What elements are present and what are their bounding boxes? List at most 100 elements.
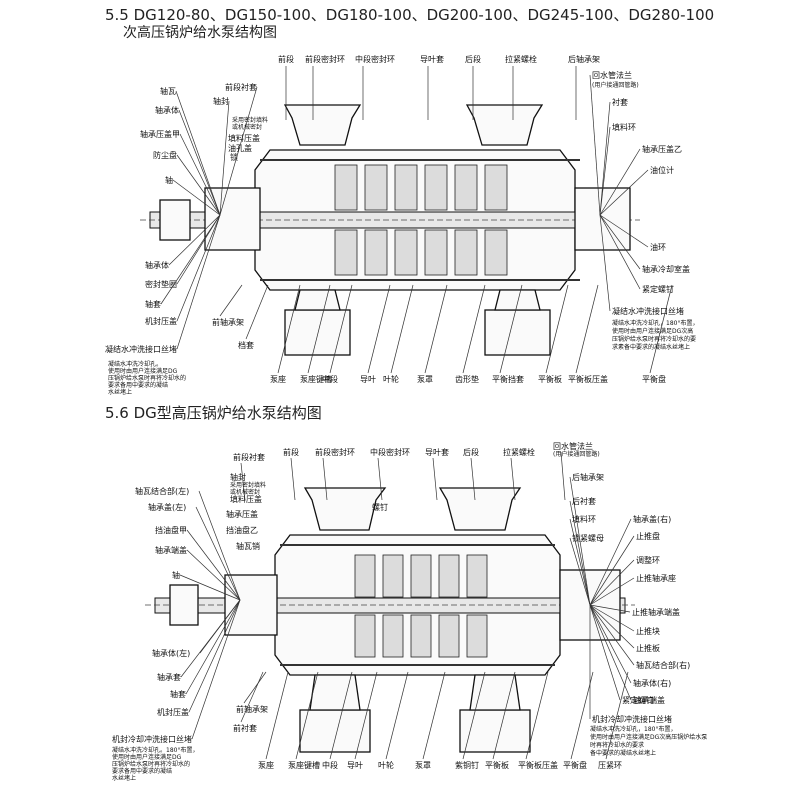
left-note: 轴封	[230, 472, 246, 482]
leader-line	[290, 457, 296, 501]
left-note: 挡油盘乙	[226, 525, 258, 535]
left-label: 密封垫圈	[145, 279, 177, 289]
leader-line	[599, 214, 649, 248]
right-label: 止推盘	[636, 531, 660, 541]
note-line: 压锅炉给水泵时再将冷却水的	[108, 374, 186, 382]
left-label: 轴承压盖甲	[140, 129, 180, 139]
right-label: 后衬套	[572, 496, 596, 506]
section1-title: 5.5 DG120-80、DG150-100、DG180-100、DG200-1…	[105, 6, 715, 24]
leader-line	[377, 457, 383, 501]
right-label: 填料环	[612, 122, 636, 132]
leader-line	[180, 599, 241, 678]
leader-line	[569, 500, 591, 606]
leader-line	[240, 462, 246, 501]
leader-line	[492, 671, 516, 760]
note-line: 要求备用中要求的凝结	[108, 381, 168, 389]
bottom-label: 泵座键槽	[300, 374, 332, 384]
leader-line	[432, 457, 438, 501]
leader-line	[589, 518, 632, 606]
leader-line	[198, 490, 241, 601]
leader-line	[185, 599, 241, 695]
right-label: 锁紧螺母	[572, 533, 604, 543]
top-label: 前段	[283, 447, 299, 457]
top-label: 拉紧螺栓	[505, 54, 537, 64]
bottom-label: 前轴承架	[236, 704, 268, 714]
left-note: 螺钉	[372, 502, 388, 512]
right-label: 轴瓦结合部(右)	[636, 660, 690, 670]
leader-line	[570, 671, 594, 760]
leader-line	[589, 604, 635, 649]
bottom-label: 平衡挡套	[492, 374, 524, 384]
bottom-label: 泵座键槽	[288, 760, 320, 770]
leader-line	[589, 604, 632, 684]
note-line: 压锅炉给水泵时再将冷却水的要	[612, 335, 696, 343]
leader-line	[575, 284, 599, 374]
left-label: 轴	[172, 570, 180, 580]
leader-line	[569, 537, 591, 606]
leader-line	[422, 671, 446, 760]
left-label: 轴套	[170, 689, 186, 699]
leader-line	[510, 457, 516, 501]
leader-line	[385, 671, 409, 760]
right-label: 轴承体(右)	[633, 678, 671, 688]
bottom-label: 前轴承架	[212, 317, 244, 327]
right-label: 轴承盖(右)	[633, 514, 671, 524]
top-label: 拉紧螺栓	[503, 447, 535, 457]
top-label: 前段密封环	[315, 447, 355, 457]
leader-line	[599, 214, 641, 270]
leader-line	[329, 284, 353, 374]
bottom-label: 前衬套	[233, 723, 257, 733]
leader-line	[179, 574, 241, 601]
leader-line	[589, 604, 635, 632]
leader-line	[599, 126, 611, 216]
leader-line	[470, 457, 476, 501]
note-line: 压锅炉给水泵时再将冷却水的	[112, 760, 190, 768]
left-label: 轴承套	[157, 672, 181, 682]
note-line: 凝结水冲洗冷却孔，180°布置，	[590, 725, 676, 733]
left-note: 轴承压盖	[226, 509, 258, 519]
left-label: 轴封	[213, 96, 229, 106]
left-label: 轴瓦结合部(左)	[135, 486, 189, 496]
bottom-label: 档套	[238, 340, 254, 350]
leader-line	[589, 604, 631, 613]
bottom-label: 泵座	[258, 760, 274, 770]
leader-line	[599, 148, 641, 216]
diagram2-stages	[354, 554, 488, 658]
top-label: (用户接通回管路)	[553, 450, 600, 458]
right-label: 紧定螺钉	[642, 284, 674, 294]
leader-line	[168, 214, 221, 266]
leader-line	[545, 284, 569, 374]
leader-line	[589, 535, 635, 606]
right-label: 后轴承架	[572, 472, 604, 482]
leader-line	[569, 518, 591, 606]
left-label: 轴承端盖	[155, 545, 187, 555]
leader-line	[569, 476, 591, 606]
left-label: 机封压盖	[157, 707, 189, 717]
note-line: 要求备用中要求的凝结	[112, 767, 172, 775]
leader-line	[175, 90, 221, 216]
right-label: 轴承端盖	[633, 695, 665, 705]
left-note: 填料压盖	[230, 494, 262, 504]
leader-line	[186, 549, 241, 601]
leader-line	[462, 284, 486, 374]
right-label: 轴承冷却室盖	[642, 264, 690, 274]
leader-line	[589, 74, 601, 216]
bottom-label: 叶轮	[383, 374, 399, 384]
top-label: 后轴承架	[568, 54, 600, 64]
left-note: 填料压盖	[228, 133, 260, 143]
note-line: 使用时由用户连接满足DG	[108, 367, 178, 375]
leader-line	[186, 529, 241, 601]
left-note: 采用密封填料	[230, 481, 266, 489]
leader-line	[307, 284, 331, 374]
section2-title: 5.6 DG型高压锅炉给水泵结构图	[105, 404, 322, 422]
leader-line	[179, 133, 221, 216]
leader-line	[560, 451, 566, 501]
bottom-label: 导叶	[360, 375, 376, 384]
bottom-label: 泵罩	[415, 761, 431, 770]
leader-line	[240, 671, 264, 723]
right-label: 止推板	[636, 643, 660, 653]
leader-line	[245, 284, 269, 340]
leader-line	[243, 671, 267, 704]
bottom-label: 导叶	[347, 761, 363, 770]
leader-line	[589, 604, 632, 701]
